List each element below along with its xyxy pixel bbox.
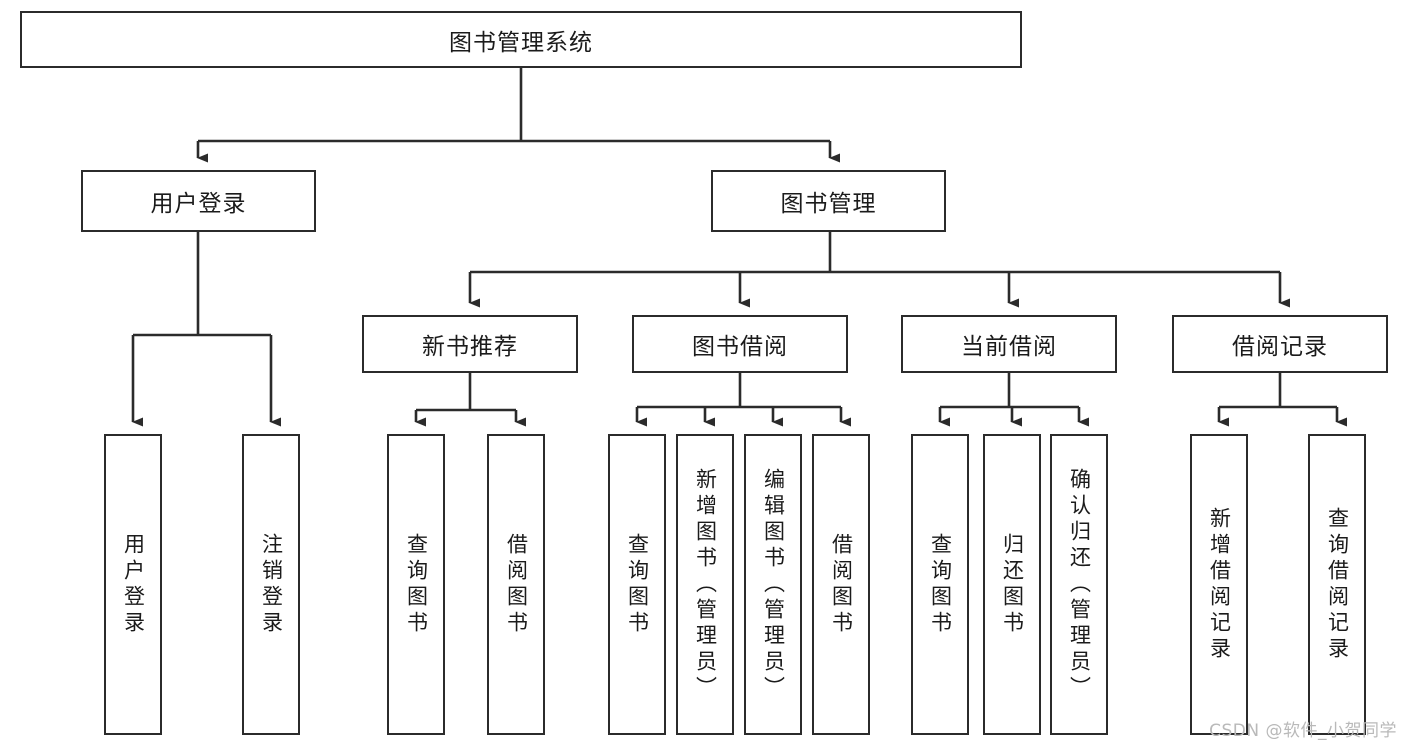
leaf-label: 查询借阅记录 xyxy=(1325,506,1350,663)
leaf-label: 查询图书 xyxy=(928,532,953,637)
node-current-borrow[interactable]: 当前借阅 xyxy=(901,315,1117,373)
node-root-label: 图书管理系统 xyxy=(449,29,593,56)
node-current-borrow-label: 当前借阅 xyxy=(961,334,1057,360)
leaf-query-book-borrow[interactable]: 查询图书 xyxy=(608,434,666,735)
leaf-borrow-book-recommend[interactable]: 借阅图书 xyxy=(487,434,545,735)
leaf-confirm-return-admin[interactable]: 确认归还（管理员） xyxy=(1050,434,1108,735)
leaf-label: 归还图书 xyxy=(1000,532,1025,637)
leaf-query-borrow-record[interactable]: 查询借阅记录 xyxy=(1308,434,1366,735)
leaf-edit-book-admin[interactable]: 编辑图书（管理员） xyxy=(744,434,802,735)
leaf-user-login[interactable]: 用户登录 xyxy=(104,434,162,735)
node-root[interactable]: 图书管理系统 xyxy=(20,11,1022,68)
leaf-borrow-book[interactable]: 借阅图书 xyxy=(812,434,870,735)
node-new-book-recommend[interactable]: 新书推荐 xyxy=(362,315,578,373)
node-book-management[interactable]: 图书管理 xyxy=(711,170,946,232)
leaf-label: 注销登录 xyxy=(259,532,284,637)
leaf-label: 编辑图书（管理员） xyxy=(761,467,786,702)
leaf-add-borrow-record[interactable]: 新增借阅记录 xyxy=(1190,434,1248,735)
leaf-label: 新增图书（管理员） xyxy=(693,467,718,702)
leaf-label: 确认归还（管理员） xyxy=(1067,467,1092,702)
leaf-label: 借阅图书 xyxy=(829,532,854,637)
leaf-label: 借阅图书 xyxy=(504,532,529,637)
csdn-watermark: CSDN @软件_小贺同学 xyxy=(1209,721,1397,741)
leaf-logout[interactable]: 注销登录 xyxy=(242,434,300,735)
leaf-return-book[interactable]: 归还图书 xyxy=(983,434,1041,735)
leaf-label: 查询图书 xyxy=(404,532,429,637)
node-book-borrow-label: 图书借阅 xyxy=(692,334,788,360)
leaf-label: 用户登录 xyxy=(121,532,146,637)
node-book-management-label: 图书管理 xyxy=(780,191,877,217)
node-borrow-record-label: 借阅记录 xyxy=(1232,334,1328,360)
leaf-add-book-admin[interactable]: 新增图书（管理员） xyxy=(676,434,734,735)
node-book-borrow[interactable]: 图书借阅 xyxy=(632,315,848,373)
node-new-book-recommend-label: 新书推荐 xyxy=(422,334,518,360)
node-user-login[interactable]: 用户登录 xyxy=(81,170,316,232)
leaf-query-book-current[interactable]: 查询图书 xyxy=(911,434,969,735)
leaf-label: 查询图书 xyxy=(625,532,650,637)
leaf-label: 新增借阅记录 xyxy=(1207,506,1232,663)
node-user-login-label: 用户登录 xyxy=(150,191,247,217)
leaf-query-book-recommend[interactable]: 查询图书 xyxy=(387,434,445,735)
node-borrow-record[interactable]: 借阅记录 xyxy=(1172,315,1388,373)
